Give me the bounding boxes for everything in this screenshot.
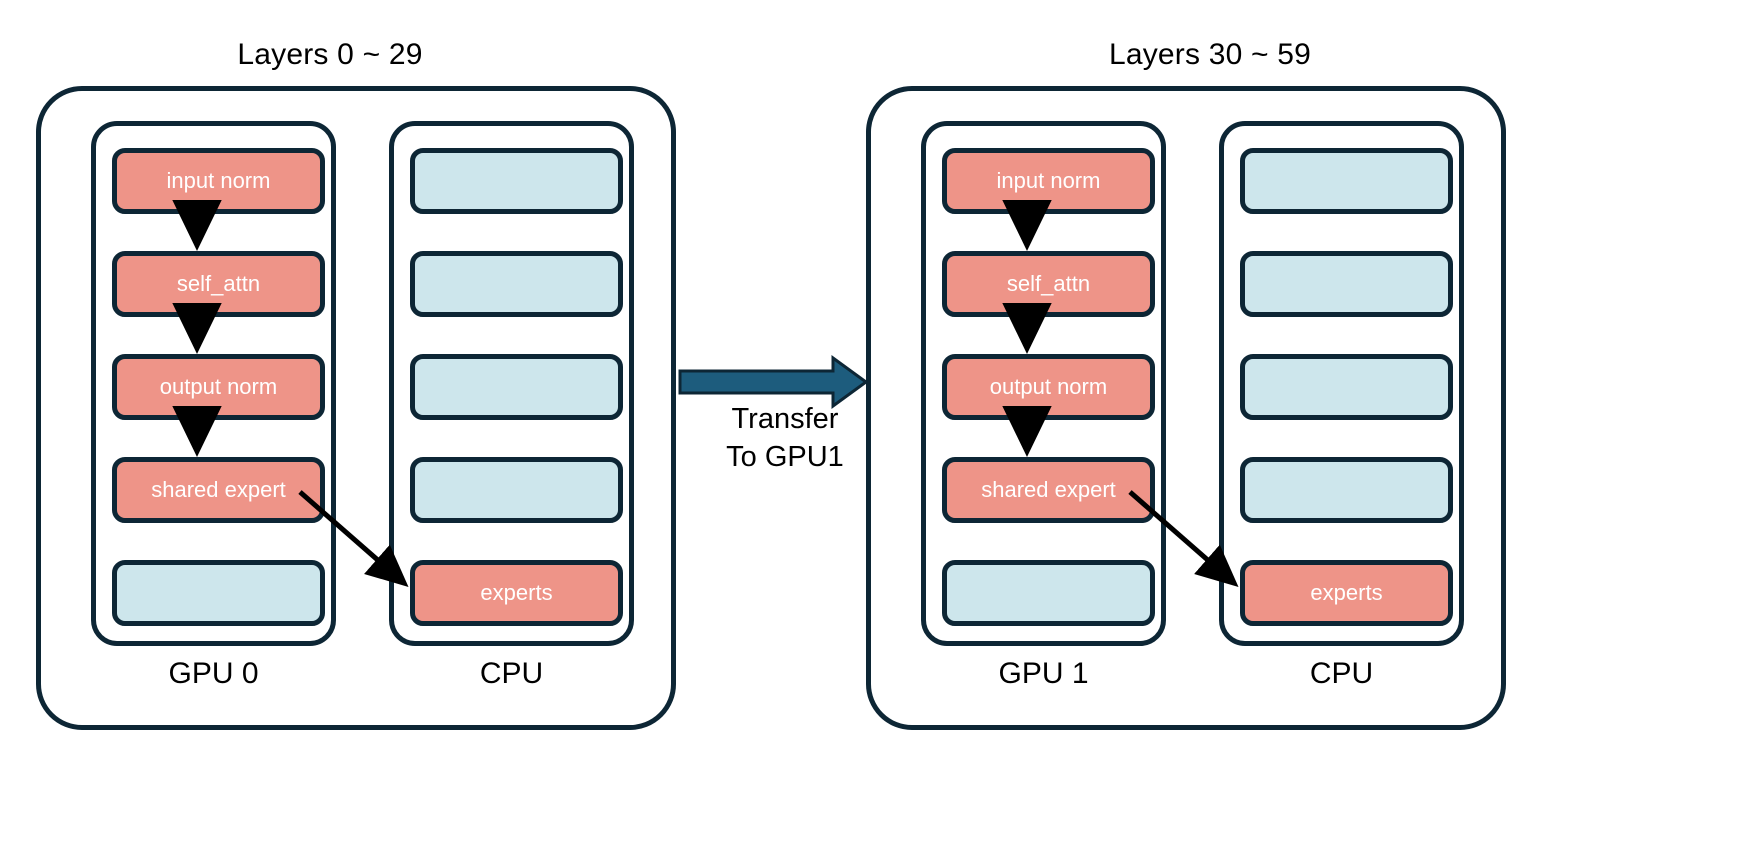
block-gpu1-placeholder[interactable] (942, 560, 1155, 626)
block-self-attn-right[interactable]: self_attn (942, 251, 1155, 317)
device-group-left: input norm self_attn output norm shared … (36, 86, 676, 730)
block-shared-expert-right[interactable]: shared expert (942, 457, 1155, 523)
cpu-left-column: experts (389, 121, 634, 646)
block-shared-expert[interactable]: shared expert (112, 457, 325, 523)
gpu0-column: input norm self_attn output norm shared … (91, 121, 336, 646)
block-input-norm[interactable]: input norm (112, 148, 325, 214)
device-label-gpu1: GPU 1 (998, 657, 1089, 690)
device-group-right: input norm self_attn output norm shared … (866, 86, 1506, 730)
transfer-arrow-label: Transfer To GPU1 (726, 403, 844, 473)
device-label-cpu-left: CPU (479, 657, 544, 690)
transfer-arrow (678, 355, 869, 409)
block-output-norm-right[interactable]: output norm (942, 354, 1155, 420)
block-experts-left[interactable]: experts (410, 560, 623, 626)
block-output-norm[interactable]: output norm (112, 354, 325, 420)
block-input-norm-right[interactable]: input norm (942, 148, 1155, 214)
gpu1-column: input norm self_attn output norm shared … (921, 121, 1166, 646)
cpu-right-column: experts (1219, 121, 1464, 646)
block-experts-right[interactable]: experts (1240, 560, 1453, 626)
panel-title-right: Layers 30 ~ 59 (1108, 38, 1312, 71)
device-label-cpu-right: CPU (1309, 657, 1374, 690)
panel-title-left: Layers 0 ~ 29 (237, 38, 423, 71)
block-gpu0-placeholder[interactable] (112, 560, 325, 626)
block-cpu-right-slot-1[interactable] (1240, 251, 1453, 317)
block-cpu-left-slot-2[interactable] (410, 354, 623, 420)
block-cpu-right-slot-0[interactable] (1240, 148, 1453, 214)
block-cpu-left-slot-3[interactable] (410, 457, 623, 523)
block-cpu-left-slot-1[interactable] (410, 251, 623, 317)
device-label-gpu0: GPU 0 (168, 657, 259, 690)
block-cpu-left-slot-0[interactable] (410, 148, 623, 214)
block-self-attn[interactable]: self_attn (112, 251, 325, 317)
block-cpu-right-slot-2[interactable] (1240, 354, 1453, 420)
block-cpu-right-slot-3[interactable] (1240, 457, 1453, 523)
